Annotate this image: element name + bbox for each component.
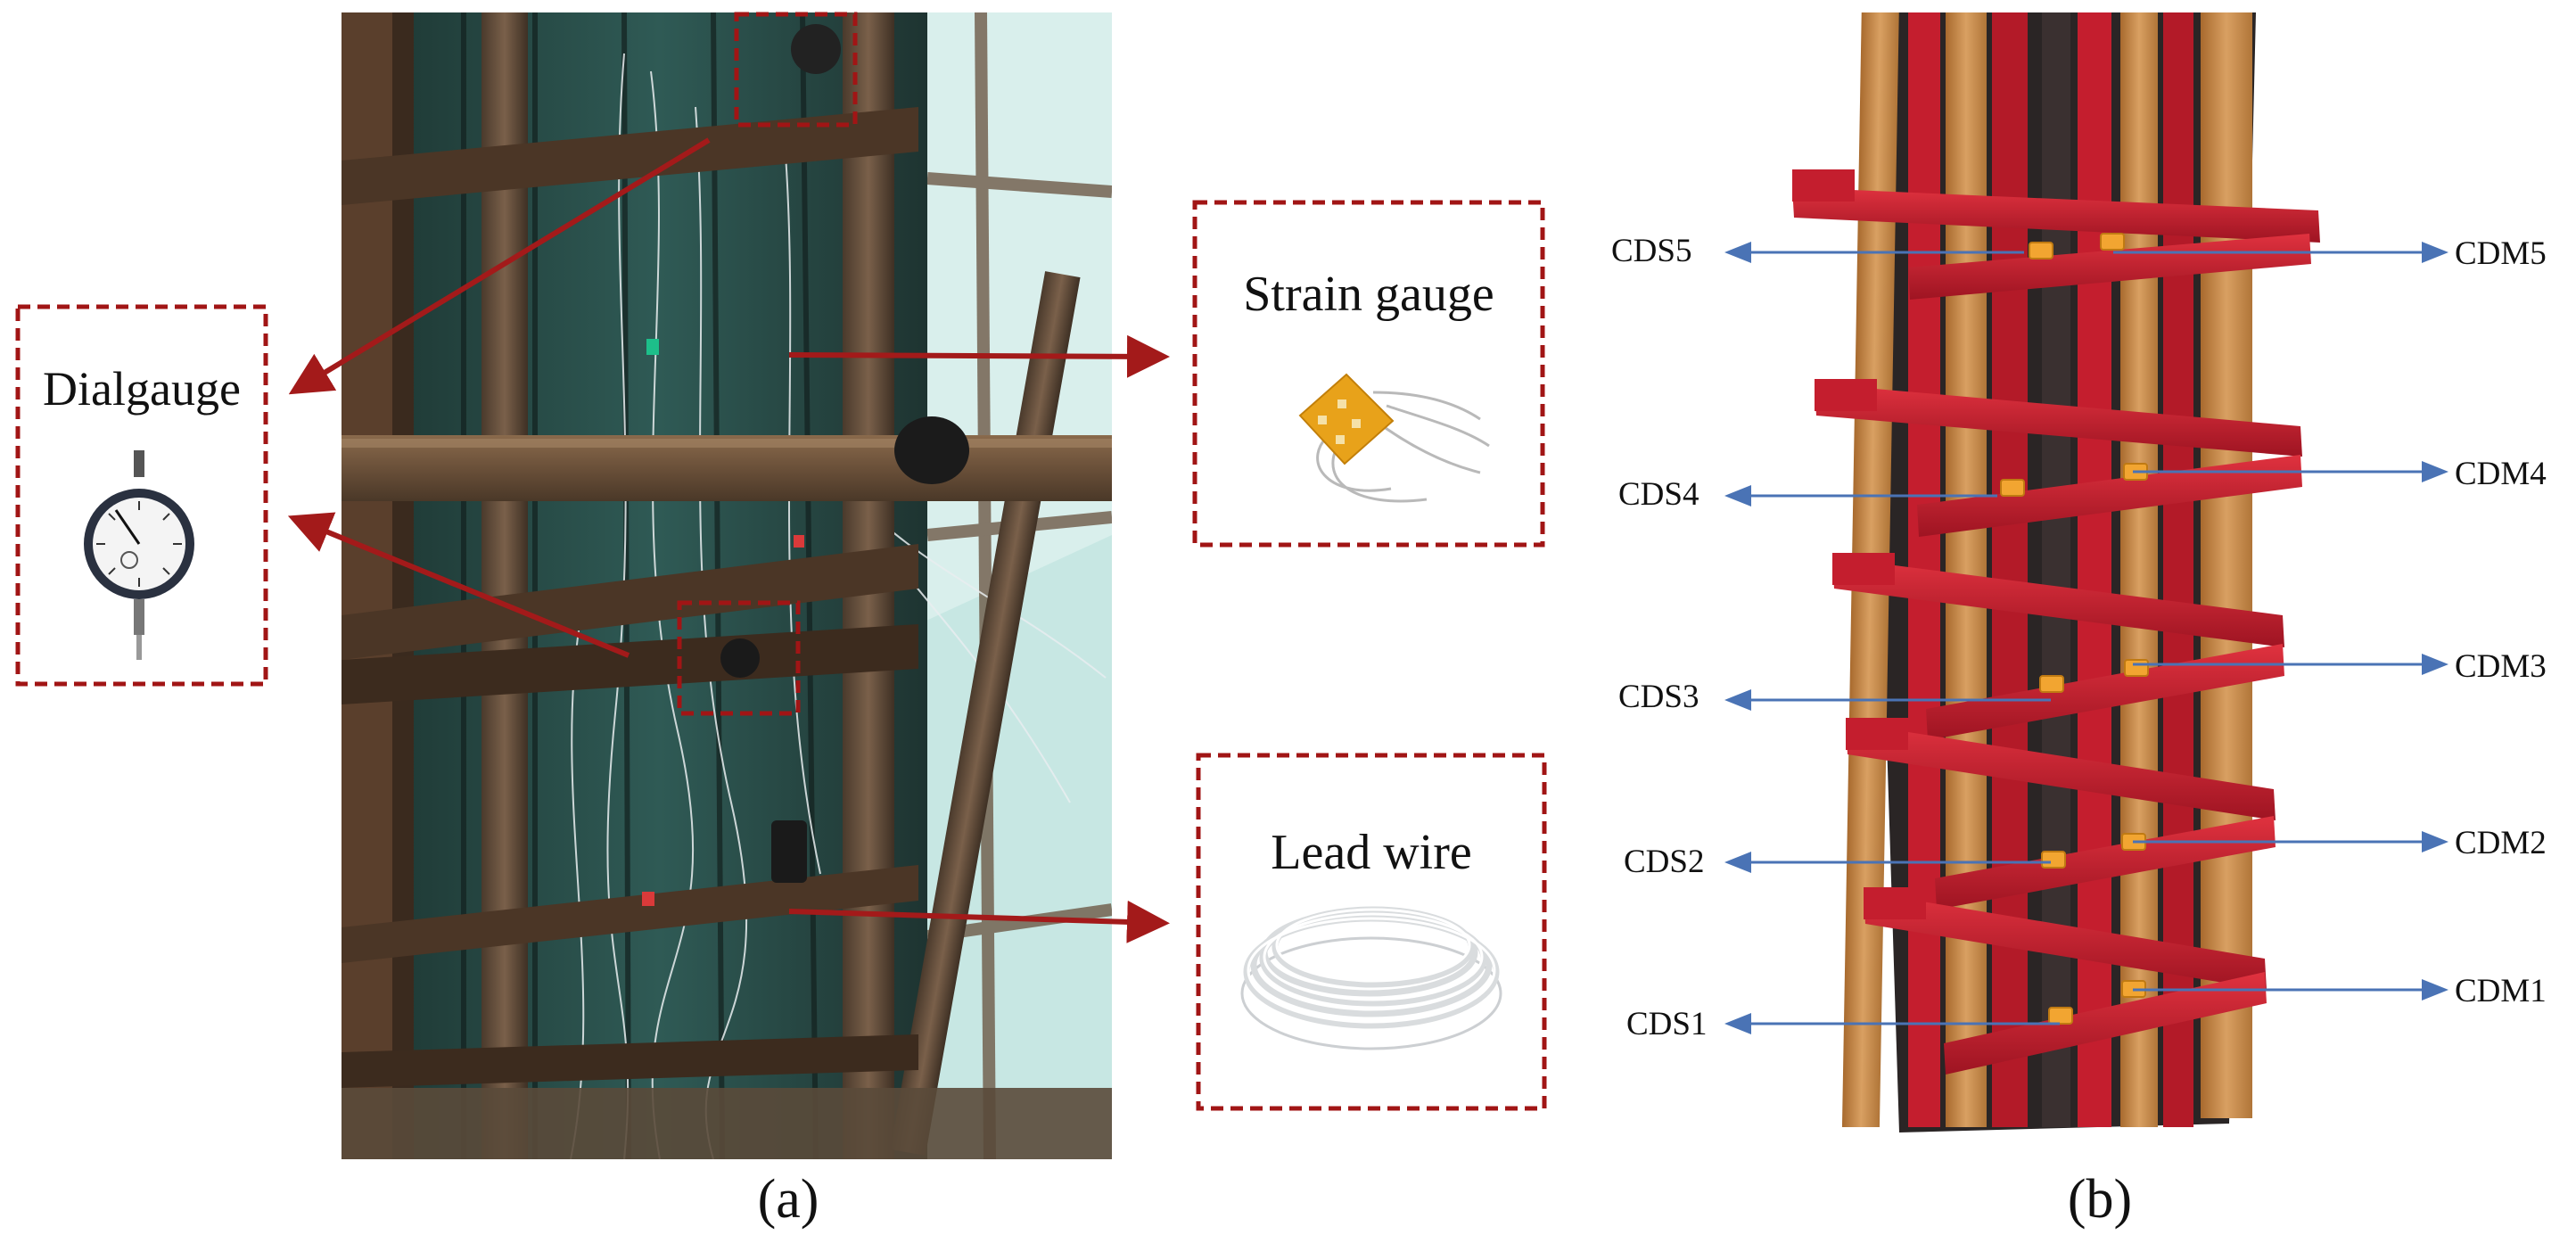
strain-gauge-icon xyxy=(1298,373,1490,503)
dial-gauge-label: Dialgauge xyxy=(43,362,241,416)
arrow-to-dial-gauge-mid xyxy=(287,512,630,658)
sensor-label-cdm2: CDM2 xyxy=(2455,825,2547,861)
arrow-to-dial-gauge-top xyxy=(288,137,711,395)
sensor-label-cds2: CDS2 xyxy=(1624,844,1705,880)
sensor-label-cdm5: CDM5 xyxy=(2455,235,2547,272)
sensor-label-cdm1: CDM1 xyxy=(2455,973,2547,1009)
strain-gauge-label: Strain gauge xyxy=(1243,267,1494,322)
arrow-to-strain-gauge xyxy=(788,334,1170,378)
strain-gauge-callout-box xyxy=(1192,200,1545,548)
lead-wire-label: Lead wire xyxy=(1271,825,1472,880)
sensor-label-cds3: CDS3 xyxy=(1618,679,1700,715)
panel-b-caption: (b) xyxy=(2067,1169,2133,1230)
sensor-label-cds4: CDS4 xyxy=(1618,476,1700,513)
arrow-to-lead-wire xyxy=(788,900,1170,943)
sensor-label-cds5: CDS5 xyxy=(1611,233,1692,269)
sensor-label-cds1: CDS1 xyxy=(1626,1006,1708,1042)
dial-gauge-mark-mid xyxy=(677,600,801,716)
sensor-label-cdm4: CDM4 xyxy=(2455,456,2547,492)
dial-gauge-icon xyxy=(84,450,194,660)
sensor-label-cdm3: CDM3 xyxy=(2455,648,2547,685)
lead-wire-icon xyxy=(1240,906,1502,1050)
dial-gauge-mark-top xyxy=(734,12,858,128)
panel-a-caption: (a) xyxy=(757,1169,819,1230)
